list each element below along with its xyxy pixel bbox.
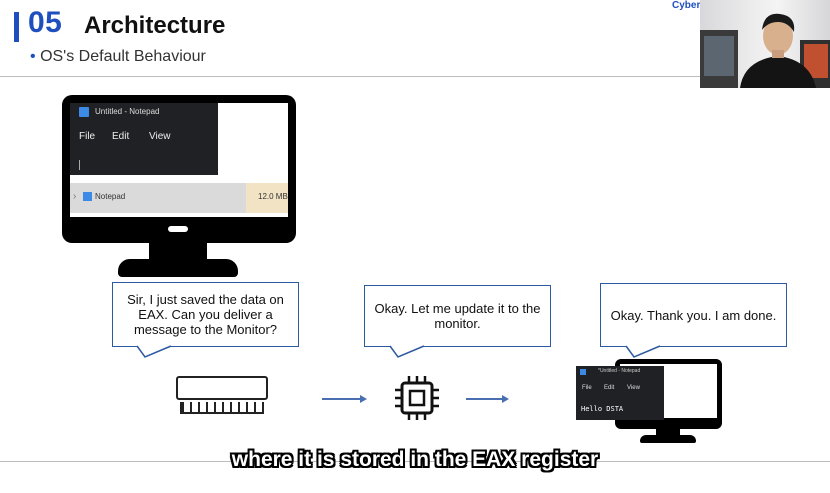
speech-bubble-monitor: Okay. Thank you. I am done.: [600, 283, 787, 347]
small-menu-file[interactable]: File: [582, 385, 592, 391]
ram-module-icon: [176, 376, 268, 400]
ram-pins: [180, 402, 264, 414]
small-notepad-window: [576, 366, 664, 420]
small-notepad-icon: [580, 369, 586, 375]
small-menu-view[interactable]: View: [627, 385, 640, 391]
notepad-title: Untitled - Notepad: [95, 107, 160, 116]
expand-chevron-icon[interactable]: ›: [73, 191, 77, 202]
cpu-chip-icon: [395, 376, 439, 420]
header-divider: [0, 76, 830, 77]
subtitle-text: OS's Default Behaviour: [40, 48, 206, 65]
arrow-head-2: [502, 395, 509, 403]
bubble-tail-cpu: [389, 345, 425, 358]
bubble-text-memory: Sir, I just saved the data on EAX. Can y…: [127, 292, 284, 337]
speech-bubble-cpu: Okay. Let me update it to the monitor.: [364, 285, 551, 347]
bubble-text-monitor: Okay. Thank you. I am done.: [610, 307, 777, 323]
text-caret: [79, 160, 80, 170]
arrow-line-1: [322, 398, 362, 400]
monitor-small-base: [640, 435, 696, 443]
process-name: Notepad: [95, 192, 126, 201]
process-memory: 12.0 MB: [258, 192, 288, 201]
notepad-window: [70, 103, 218, 175]
arrow-head-1: [360, 395, 367, 403]
brand-logo-text: Cyber: [672, 0, 701, 11]
slide-number: 05: [28, 6, 63, 39]
video-caption: where it is stored in the EAX register: [231, 448, 599, 471]
menu-edit[interactable]: Edit: [112, 131, 130, 142]
slide-title: Architecture: [84, 12, 226, 39]
bubble-tail-memory: [136, 345, 172, 358]
notepad-icon: [79, 107, 89, 117]
monitor-neck: [149, 243, 207, 261]
slide-subtitle: • OS's Default Behaviour: [30, 48, 206, 66]
monitor-small-neck: [656, 428, 680, 436]
presenter-figure: [700, 13, 830, 88]
webcam-video: [700, 0, 830, 88]
memory-cell-highlight: [246, 183, 288, 213]
bullet-dot: •: [30, 48, 36, 65]
monitor-base: [118, 259, 238, 277]
monitor-power-button: [168, 226, 188, 232]
bubble-tail-monitor: [625, 345, 661, 358]
title-accent-bar: [14, 12, 19, 42]
menu-file[interactable]: File: [79, 131, 96, 142]
small-menu-edit[interactable]: Edit: [604, 385, 615, 391]
menu-view[interactable]: View: [149, 131, 171, 142]
bubble-text-cpu: Okay. Let me update it to the monitor.: [374, 301, 541, 331]
small-notepad-text: Hello DSTA: [581, 405, 624, 413]
arrow-line-2: [466, 398, 504, 400]
speech-bubble-memory: Sir, I just saved the data on EAX. Can y…: [112, 282, 299, 347]
notepad-process-icon: [83, 192, 92, 201]
small-notepad-title: *Untitled - Notepad: [598, 368, 641, 374]
footer-divider: [0, 461, 830, 462]
